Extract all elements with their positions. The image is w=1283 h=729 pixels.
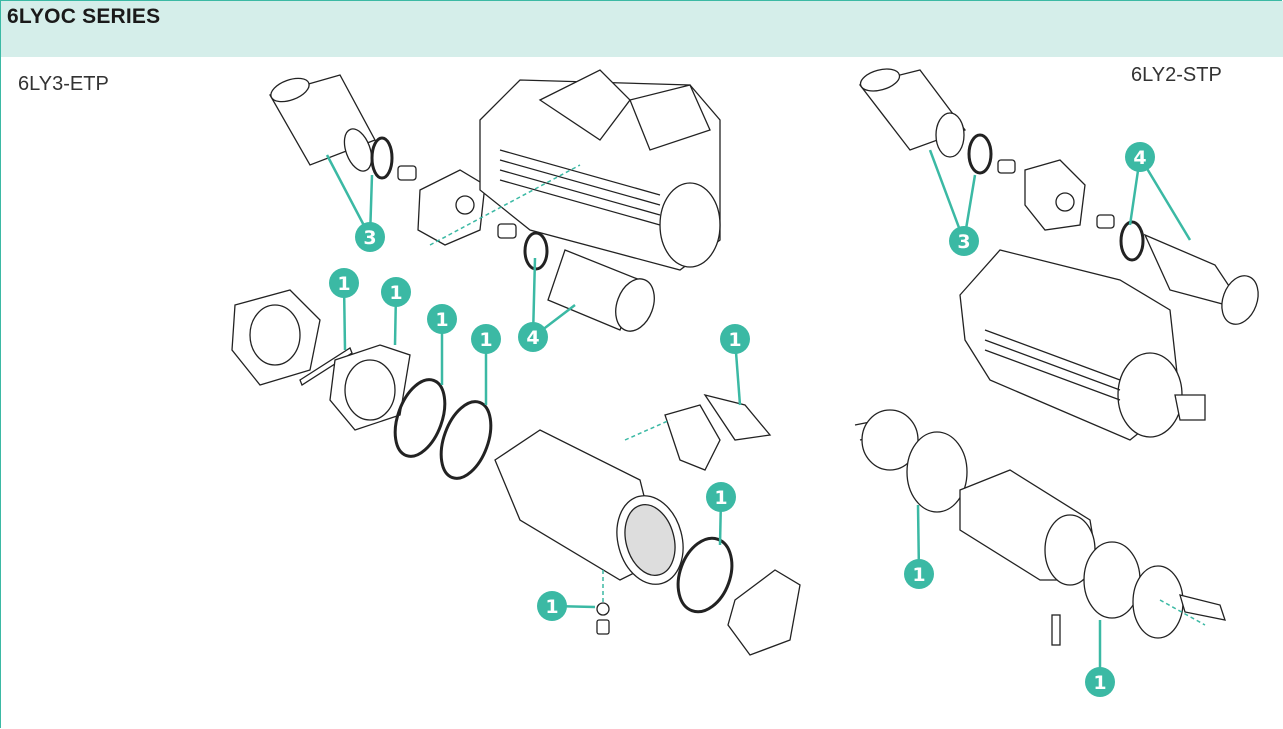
callout-badge-1: 1: [706, 482, 736, 512]
callouts: 3 4 1 1 1 1 1 1 1 3 4 1 1: [329, 142, 1155, 697]
callout-circle: [537, 591, 567, 621]
gasket-disc: [1083, 541, 1141, 619]
callout-number: 3: [363, 227, 376, 249]
callout-badge-1: 1: [537, 591, 567, 621]
end-disc: [861, 409, 919, 471]
parts-drawing: [231, 68, 1259, 656]
filter-cylinder-right-bottom: [1143, 233, 1259, 325]
compressor-block-left: [479, 69, 721, 271]
end-cover: [727, 569, 801, 656]
callout-number: 3: [957, 231, 970, 253]
callout-circle: [1125, 142, 1155, 172]
callout-circle: [329, 268, 359, 298]
o-ring: [393, 378, 447, 458]
o-ring: [523, 231, 549, 271]
callout-badge-1: 1: [427, 304, 457, 334]
assembly-lines: [429, 164, 1206, 626]
callout-circle: [518, 322, 548, 352]
o-ring: [370, 136, 394, 180]
o-ring: [1119, 220, 1145, 262]
callout-number: 1: [479, 329, 492, 351]
callout-badge-4: 4: [518, 322, 548, 352]
callout-number: 1: [435, 309, 448, 331]
callout-badge-1: 1: [904, 559, 934, 589]
callout-circle: [1085, 667, 1115, 697]
callout-number: 1: [912, 564, 925, 586]
callout-circle: [427, 304, 457, 334]
callout-number: 4: [526, 327, 539, 349]
o-ring: [676, 536, 734, 614]
callout-circle: [706, 482, 736, 512]
callout-circle: [355, 222, 385, 252]
callout-number: 1: [728, 329, 741, 351]
o-ring: [439, 400, 493, 480]
fitting: [397, 165, 417, 181]
oil-separator-right: [959, 469, 1101, 586]
filter-cylinder-left-top: [269, 74, 376, 172]
callout-number: 1: [1093, 672, 1106, 694]
callout-number: 1: [545, 596, 558, 618]
callout-badge-3: 3: [949, 226, 979, 256]
callout-number: 1: [337, 273, 350, 295]
o-ring: [967, 133, 993, 175]
callout-circle: [381, 277, 411, 307]
callout-circle: [904, 559, 934, 589]
callout-badge-1: 1: [1085, 667, 1115, 697]
callout-badge-1: 1: [329, 268, 359, 298]
callout-badge-1: 1: [471, 324, 501, 354]
gasket-disc: [906, 431, 968, 513]
page-title: 6LYOC SERIES: [7, 5, 161, 28]
filter-head: [417, 169, 486, 246]
filter-cylinder-right-top: [858, 68, 967, 158]
model-label-left: 6LY3-ETP: [18, 73, 109, 95]
compressor-block-right: [959, 249, 1206, 441]
callout-badge-1: 1: [720, 324, 750, 354]
callout-circle: [949, 226, 979, 256]
filter-cylinder-left-bottom: [547, 249, 655, 332]
callout-circle: [720, 324, 750, 354]
model-label-right: 6LY2-STP: [1131, 64, 1222, 86]
callout-badge-3: 3: [355, 222, 385, 252]
callout-circle: [471, 324, 501, 354]
callout-number: 1: [714, 487, 727, 509]
header-bar: 6LYOC SERIES: [1, 1, 1283, 57]
end-disc: [1132, 565, 1184, 639]
callout-badge-4: 4: [1125, 142, 1155, 172]
callout-number: 1: [389, 282, 402, 304]
oil-separator-left: [494, 429, 684, 585]
callout-badge-1: 1: [381, 277, 411, 307]
callout-number: 4: [1133, 147, 1146, 169]
